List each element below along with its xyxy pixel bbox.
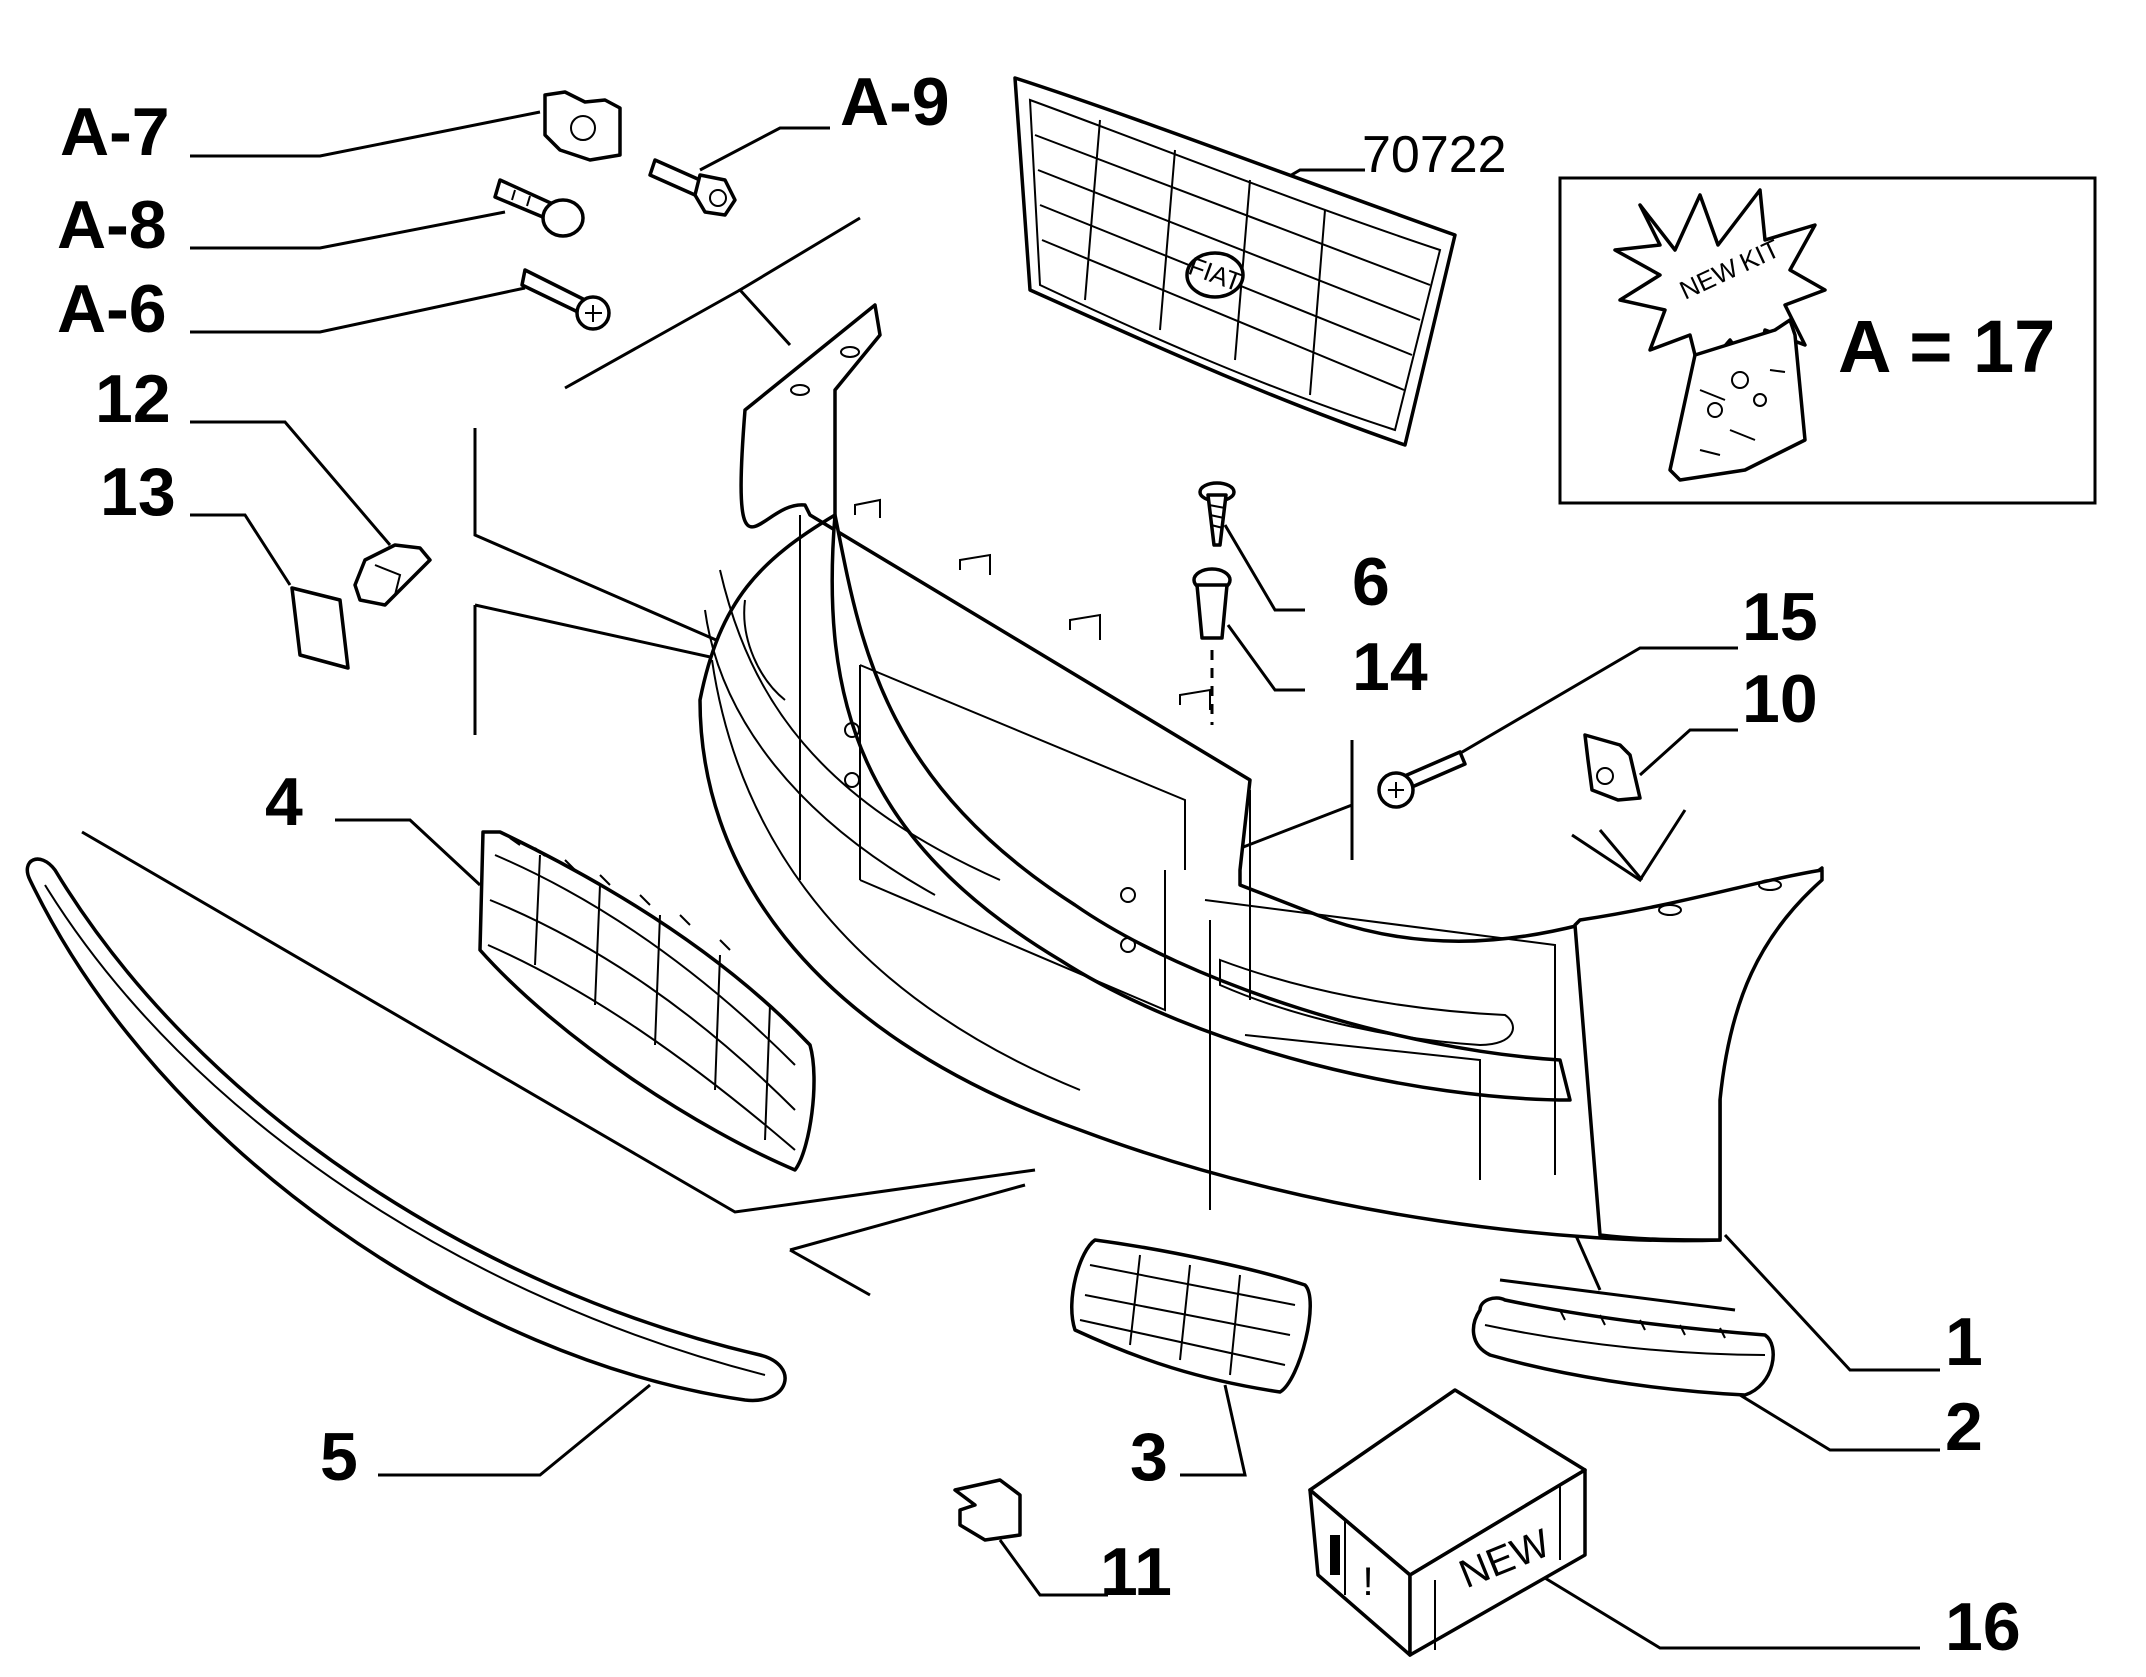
warning-bar-icon [1330,1535,1340,1575]
callout-a8: A-8 [57,187,167,263]
callout-a9: A-9 [840,64,950,140]
lower-trim-strip-part [25,857,787,1403]
clip-11-part [953,1478,1022,1542]
starburst-icon [1613,188,1827,377]
callout-1: 1 [1945,1304,1983,1380]
callout-15: 15 [1742,579,1818,655]
insert-14-part [1192,567,1232,640]
callout-6: 6 [1352,544,1390,620]
kit-equation: A = 17 [1838,305,2055,388]
screw-a8-part [493,178,585,238]
front-bumper-part [698,303,1824,1243]
lower-grille-part [478,830,816,1172]
callout-4: 4 [265,764,303,840]
callout-5: 5 [320,1419,358,1495]
side-trim-part [1471,1296,1775,1397]
new-parts-box: NEW ! [1308,1388,1587,1657]
upper-grille-part: FIAT [1013,76,1457,447]
kit-bag-icon [1668,318,1807,482]
clip-a7-part [543,90,622,162]
screw-a6-part [520,268,611,331]
callout-3: 3 [1130,1419,1168,1495]
callout-70722: 70722 [1362,126,1507,184]
screw-15-part [1377,750,1467,809]
callout-2: 2 [1945,1389,1983,1465]
side-grille-part [1070,1238,1312,1394]
callout-11: 11 [1100,1534,1172,1610]
callout-14: 14 [1352,629,1428,705]
callout-16: 16 [1945,1589,2021,1665]
kit-inset: NEW KIT A = 17 [1558,176,2097,505]
new-box-warning: ! [1362,1560,1373,1604]
bolt-a9-part [648,158,737,217]
screw-6-part [1198,481,1236,547]
callout-a6: A-6 [57,271,167,347]
callout-12: 12 [95,361,171,437]
kit-inset-frame [1558,176,2097,505]
callout-a7: A-7 [60,94,170,170]
callout-13: 13 [100,454,176,530]
callout-labels: A-7 A-8 A-6 A-9 70722 12 13 4 5 6 14 15 … [57,64,2021,1665]
pad-13-part [290,586,350,670]
clip-10-part [1583,733,1642,802]
bracket-12-part [353,543,432,607]
callout-10: 10 [1742,661,1818,737]
